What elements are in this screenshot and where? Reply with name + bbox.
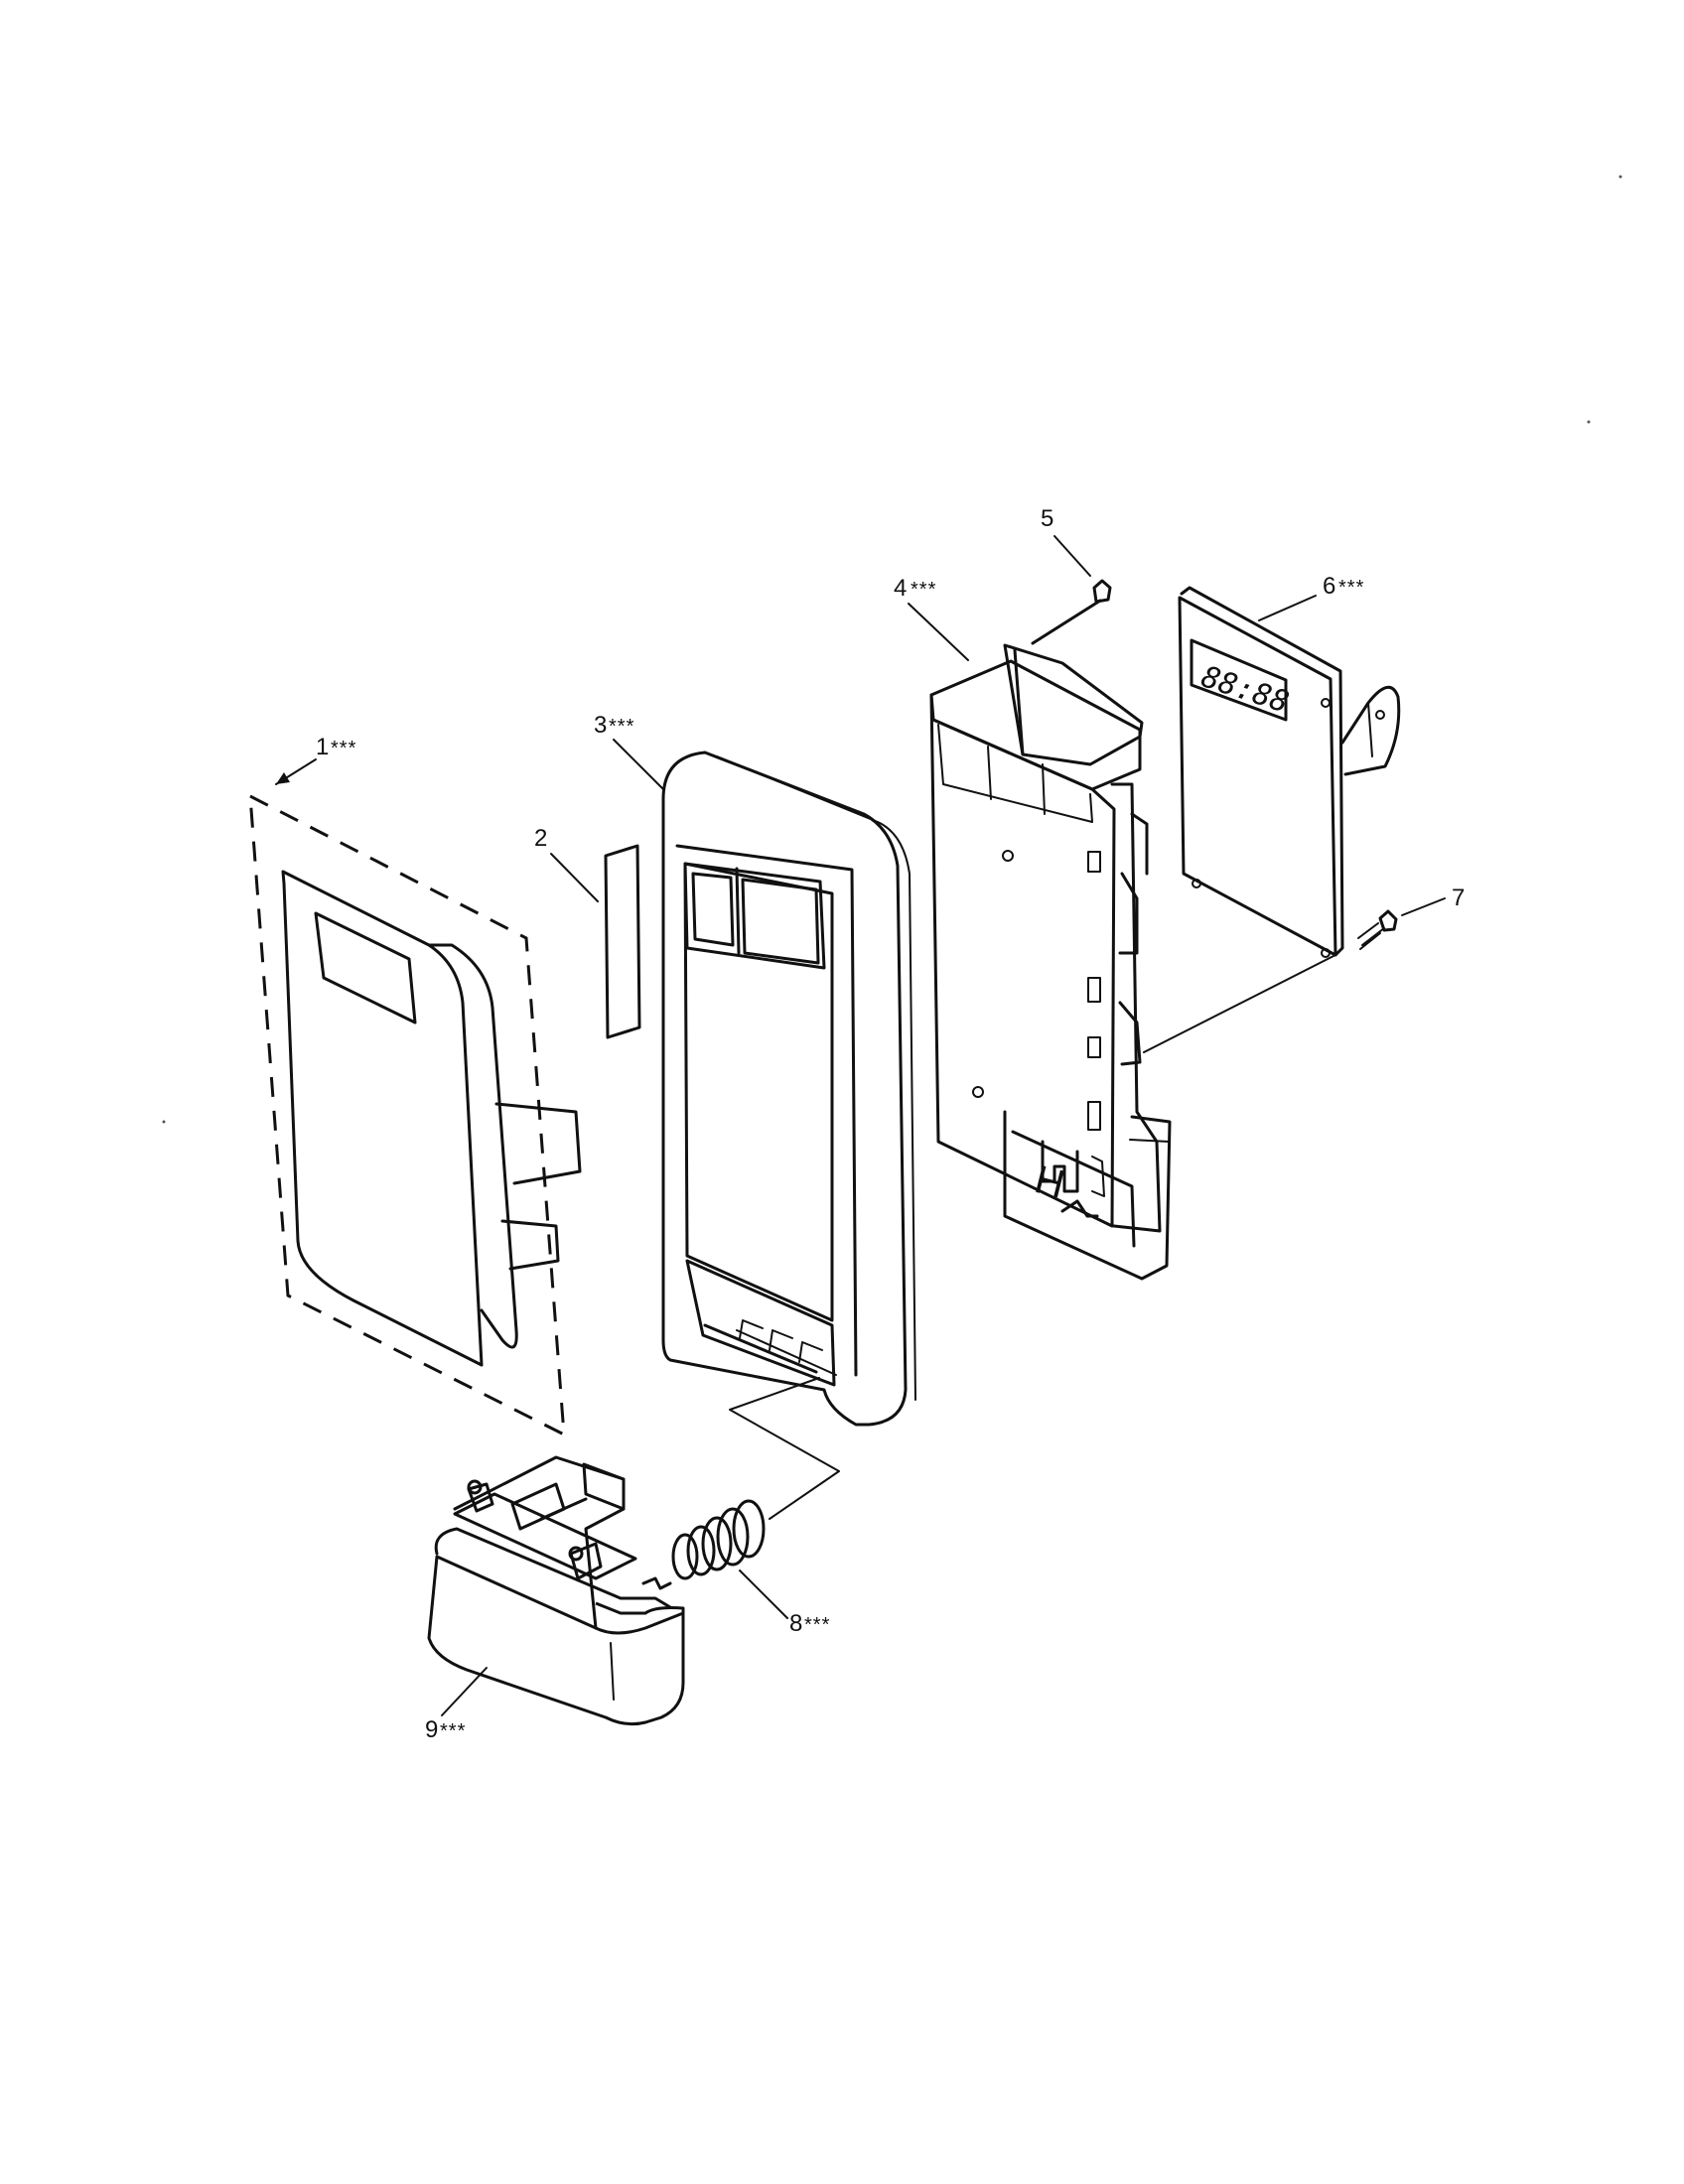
- part-5-screw: [1031, 579, 1112, 645]
- callout-9: 9 ***: [425, 1667, 488, 1743]
- callout-4-number: 4: [894, 575, 907, 602]
- part-4-control-assembly: [929, 643, 1172, 1281]
- callout-7-number: 7: [1452, 885, 1465, 911]
- scan-speck: [162, 1120, 166, 1124]
- callout-1-stars: ***: [331, 738, 356, 759]
- callout-1-number: 1: [316, 734, 329, 760]
- callout-4-stars: ***: [911, 579, 936, 601]
- callout-4: 4 ***: [894, 575, 969, 661]
- callout-8: 8 ***: [739, 1570, 830, 1637]
- callout-5-number: 5: [1041, 505, 1053, 532]
- callout-2-number: 2: [534, 825, 547, 852]
- part-2-window-film: [604, 844, 641, 1039]
- callout-3: 3 ***: [594, 712, 664, 790]
- scan-speck: [1618, 175, 1622, 179]
- callout-6: 6 ***: [1258, 573, 1364, 621]
- callout-5: 5: [1041, 505, 1091, 577]
- callout-6-number: 6: [1323, 573, 1335, 600]
- part-3-door-frame: [661, 751, 916, 1427]
- callout-9-number: 9: [425, 1716, 438, 1743]
- part-1-door-assembly: [248, 793, 582, 1437]
- callout-3-number: 3: [594, 712, 607, 739]
- board-letter-label: H: [1031, 1158, 1069, 1207]
- callout-3-stars: ***: [609, 716, 634, 738]
- callout-7: 7: [1401, 885, 1465, 916]
- part-7-screw: [1357, 909, 1398, 950]
- callout-8-stars: ***: [804, 1614, 830, 1636]
- part-8-spring: [641, 1499, 766, 1590]
- part-6-control-panel: [1143, 586, 1401, 1053]
- callout-8-number: 8: [789, 1610, 802, 1637]
- display-readout: 88:88: [1197, 659, 1294, 720]
- callout-1: 1 ***: [275, 734, 356, 785]
- callout-6-stars: ***: [1338, 577, 1364, 599]
- callout-2: 2: [534, 825, 599, 902]
- scan-speck: [1587, 420, 1591, 424]
- part-9-latch-assembly: [427, 1455, 685, 1726]
- callout-9-stars: ***: [440, 1720, 466, 1742]
- leader-link-3-8: [729, 1377, 840, 1520]
